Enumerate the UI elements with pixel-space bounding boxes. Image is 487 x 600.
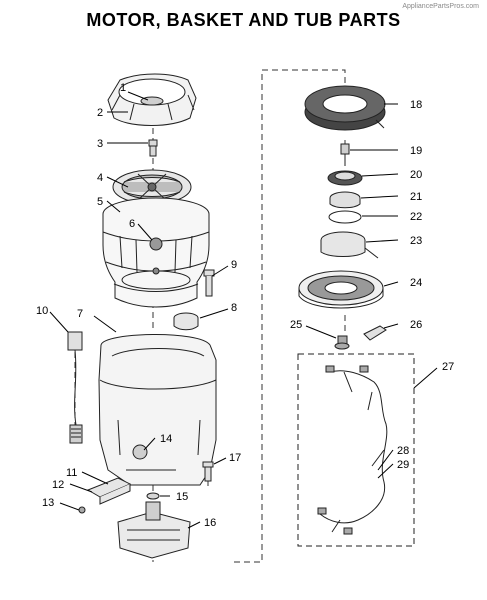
callout-23: 23 — [410, 235, 422, 247]
callout-29: 29 — [397, 459, 409, 471]
screw-part — [202, 461, 214, 482]
callout-24: 24 — [410, 277, 422, 289]
pressure-switch-hose-part — [67, 331, 83, 444]
rotor-part — [298, 270, 384, 309]
hose-fitting-part — [203, 269, 215, 297]
callout-26: 26 — [410, 319, 422, 331]
callout-2: 2 — [97, 107, 103, 119]
callout-28: 28 — [397, 445, 409, 457]
callout-19: 19 — [410, 145, 422, 157]
callout-18: 18 — [410, 99, 422, 111]
callout-15: 15 — [176, 491, 188, 503]
callout-25: 25 — [290, 319, 302, 331]
callout-9: 9 — [231, 259, 237, 271]
callout-6: 6 — [129, 218, 135, 230]
callout-4: 4 — [97, 172, 103, 184]
callout-16: 16 — [204, 517, 216, 529]
o-ring-part — [328, 210, 362, 224]
callout-21: 21 — [410, 191, 422, 203]
wire-harness-part — [297, 353, 415, 547]
callout-14: 14 — [160, 433, 172, 445]
washer-part — [146, 492, 160, 500]
sensor-part — [363, 325, 387, 341]
callout-22: 22 — [410, 211, 422, 223]
leader-lines — [49, 91, 438, 529]
rotor-bolt-part — [334, 335, 350, 350]
basket-part — [102, 197, 210, 308]
callout-27: 27 — [442, 361, 454, 373]
watermark: AppliancePartsPros.com — [402, 3, 479, 10]
transmission-base-part — [117, 501, 191, 559]
stator-part — [304, 85, 386, 131]
callout-17: 17 — [229, 452, 241, 464]
callout-labels: 1 2 3 4 5 6 7 8 9 10 11 12 13 14 15 16 1… — [36, 82, 454, 529]
callout-1: 1 — [120, 82, 126, 94]
diagram-title: MOTOR, BASKET AND TUB PARTS — [86, 10, 401, 30]
outer-tub-part — [98, 334, 217, 486]
bearing-part — [327, 170, 363, 186]
callout-7: 7 — [77, 308, 83, 320]
rotor-hub-part — [320, 231, 379, 259]
callout-3: 3 — [97, 138, 103, 150]
callout-11: 11 — [66, 467, 77, 479]
callout-13: 13 — [42, 497, 54, 509]
callout-10: 10 — [36, 305, 48, 317]
callout-5: 5 — [97, 196, 103, 208]
callout-12: 12 — [52, 479, 64, 491]
tub-ring-part — [107, 73, 197, 126]
nut-part — [148, 139, 158, 157]
pump-bracket-part — [78, 477, 132, 514]
callout-8: 8 — [231, 302, 237, 314]
shaft-pin-part — [340, 143, 350, 166]
callout-20: 20 — [410, 169, 422, 181]
coupler-ring-part — [329, 191, 361, 209]
plug-part — [173, 312, 199, 331]
